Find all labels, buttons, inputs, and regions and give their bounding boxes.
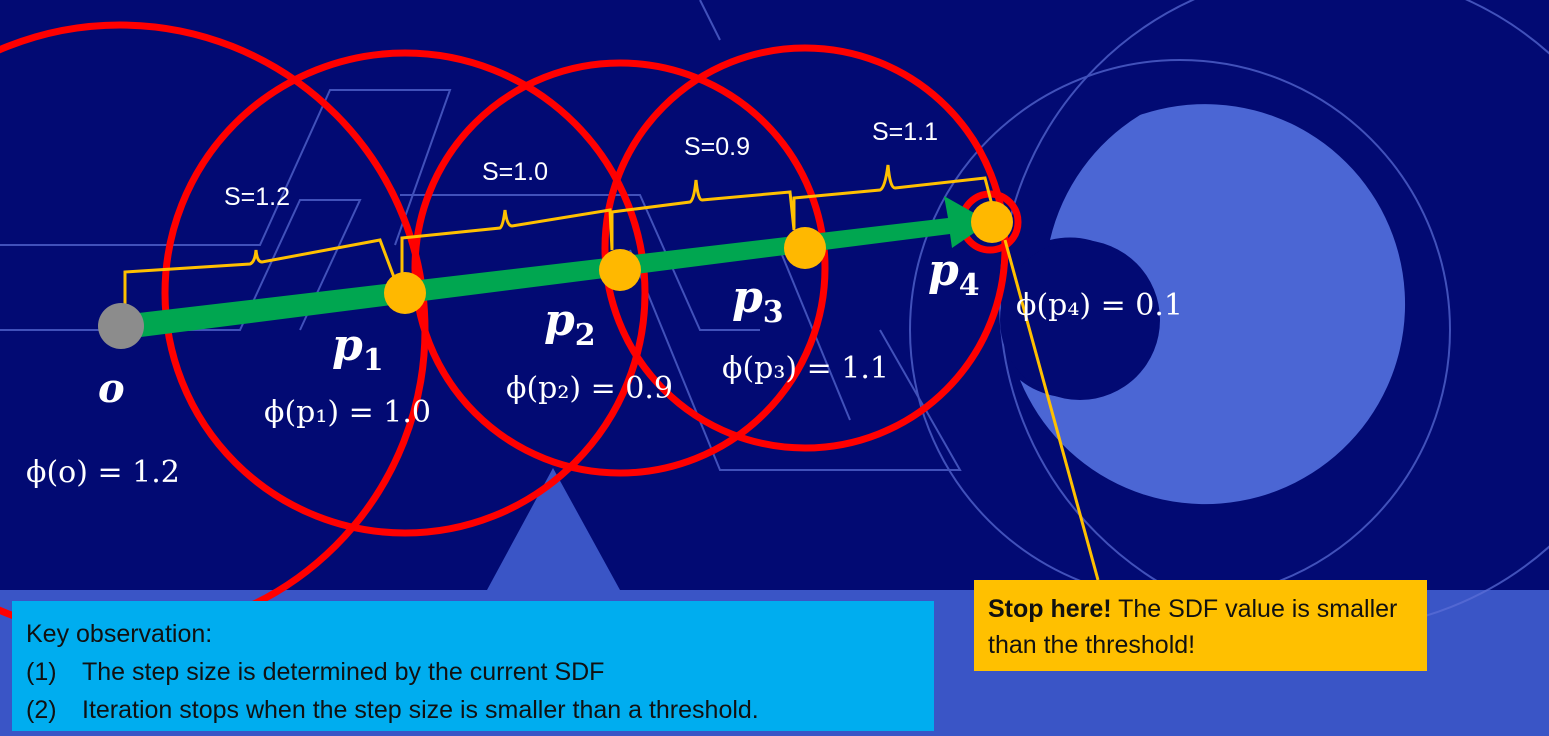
item-text: The step size is determined by the curre… — [82, 658, 605, 686]
key-observation-item: (1) The step size is determined by the cu… — [26, 653, 934, 691]
sdf-value-o: ϕ(o) = 1.2 — [26, 455, 180, 490]
point-p4 — [971, 201, 1013, 243]
sdf-value-p1: ϕ(p₁) = 1.0 — [264, 395, 431, 430]
point-p1 — [384, 272, 426, 314]
item-text: Iteration stops when the step size is sm… — [82, 696, 759, 724]
step-label-4: S=1.1 — [872, 118, 938, 146]
p1-label: p1 — [332, 320, 384, 378]
step-label-2: S=1.0 — [482, 158, 548, 186]
step-label-3: S=0.9 — [684, 133, 750, 161]
sdf-circle-p1 — [161, 49, 649, 537]
sdf-circle-p2 — [411, 59, 829, 477]
crescent-hole — [1000, 240, 1160, 400]
point-p3 — [784, 227, 826, 269]
origin-label: o — [98, 365, 125, 412]
point-p2 — [599, 249, 641, 291]
callout-text: The SDF value is smaller than the thresh… — [988, 595, 1398, 659]
stop-callout-box: Stop here! The SDF value is smaller than… — [974, 580, 1427, 671]
crescent-shape — [1020, 104, 1406, 505]
step-brackets — [123, 164, 994, 305]
triangle-shape — [487, 468, 620, 590]
key-observation-title: Key observation: — [26, 620, 213, 648]
key-observation-item: (2) Iteration stops when the step size is… — [26, 691, 934, 729]
p2-label: p2 — [544, 295, 596, 353]
ray-arrow — [130, 196, 990, 338]
p4-label: p4 — [928, 245, 980, 303]
item-number: (2) — [26, 696, 57, 724]
item-number: (1) — [26, 658, 57, 686]
p3-label: p3 — [732, 272, 784, 330]
sdf-value-p3: ϕ(p₃) = 1.1 — [722, 351, 889, 386]
sdf-value-p4: ϕ(p₄) = 0.1 — [1016, 288, 1183, 323]
callout-bold-text: Stop here! — [988, 595, 1112, 623]
callout-pointer-line — [1003, 239, 1100, 581]
sdf-value-p2: ϕ(p₂) = 0.9 — [506, 371, 673, 406]
origin-point — [98, 303, 144, 349]
step-label-1: S=1.2 — [224, 183, 290, 211]
key-observation-box: Key observation: (1) The step size is det… — [12, 601, 934, 731]
